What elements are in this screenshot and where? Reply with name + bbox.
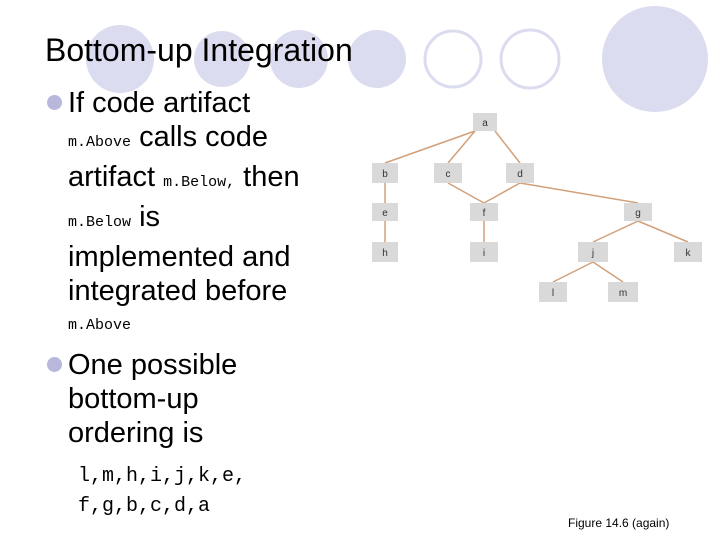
node-l: l — [539, 282, 567, 302]
text-line: integrated before — [68, 274, 300, 308]
svg-text:b: b — [382, 169, 388, 180]
code-m-above: m.Above — [68, 317, 132, 334]
text-run: implemented and — [68, 241, 291, 273]
decor-circle-outline — [423, 29, 483, 89]
node-k: k — [674, 242, 702, 262]
edge-g-k — [637, 220, 689, 243]
text-line: m.Above calls code — [68, 120, 300, 160]
decor-circle — [270, 30, 328, 88]
decor-circle — [348, 30, 406, 88]
svg-text:d: d — [517, 169, 523, 180]
text-run: calls code — [139, 121, 269, 153]
edge-a-b — [384, 130, 476, 164]
edge-d-f — [483, 182, 521, 204]
svg-text:a: a — [482, 118, 488, 129]
slide-title: Bottom-up Integration — [45, 32, 353, 68]
text-line: One possible — [68, 349, 238, 381]
svg-text:h: h — [382, 248, 388, 259]
text-line: m.Above — [68, 308, 300, 338]
svg-text:g: g — [635, 208, 641, 219]
svg-text:c: c — [446, 169, 451, 180]
svg-text:m: m — [619, 288, 627, 299]
text-line: implemented and — [68, 240, 300, 274]
text-run: is — [139, 201, 161, 233]
code-m-above: m.Above — [68, 134, 132, 151]
code-m-below: m.Below — [68, 214, 132, 231]
svg-text:l: l — [552, 288, 554, 299]
figure-caption: Figure 14.6 (again) — [568, 516, 670, 530]
node-f: f — [470, 203, 498, 221]
text-run: integrated before — [68, 275, 288, 307]
code-line: l,m,h,i,j,k,e, — [78, 465, 247, 488]
code-line: f,g,b,c,d,a — [78, 495, 211, 518]
node-j: j — [578, 242, 608, 262]
decor-circle — [602, 6, 708, 112]
edge-a-d — [494, 130, 521, 164]
node-i: i — [470, 242, 498, 262]
text-run: If code artifact — [68, 87, 251, 119]
decor-circle — [86, 25, 154, 93]
node-g: g — [624, 203, 652, 221]
text-line: If code artifact — [68, 86, 300, 120]
text-line: artifact m.Below, then — [68, 160, 300, 200]
tree-edges — [384, 130, 689, 283]
svg-text:e: e — [382, 208, 388, 219]
node-e: e — [372, 203, 398, 221]
svg-text:k: k — [686, 248, 692, 259]
node-h: h — [372, 242, 398, 262]
node-m: m — [608, 282, 638, 302]
decor-circle — [194, 31, 250, 87]
edge-d-g — [519, 182, 639, 204]
bullet-text-2: One possible bottom-up ordering is — [68, 348, 237, 450]
bullet-marker — [47, 95, 62, 110]
text-line: bottom-up — [68, 383, 199, 415]
text-run: then — [243, 161, 300, 193]
text-line: m.Below is — [68, 200, 300, 240]
ordering-code: l,m,h,i,j,k,e, f,g,b,c,d,a — [78, 462, 246, 522]
node-d: d — [506, 163, 534, 183]
node-b: b — [372, 163, 398, 183]
edge-g-j — [592, 220, 639, 243]
svg-text:f: f — [483, 208, 486, 219]
bullet-marker — [47, 357, 62, 372]
edge-a-c — [447, 130, 476, 164]
code-m-below: m.Below, — [163, 174, 236, 191]
svg-text:i: i — [483, 248, 485, 259]
bullet-text-1: If code artifact m.Above calls code arti… — [68, 86, 300, 338]
text-run: artifact — [68, 161, 156, 193]
edge-c-f — [447, 182, 485, 204]
edge-j-m — [592, 261, 624, 283]
decor-circle-outline — [499, 28, 561, 90]
module-tree-diagram: a b c d e f g h i j k l m — [372, 113, 702, 302]
node-a: a — [473, 113, 497, 131]
edge-j-l — [552, 261, 594, 283]
node-c: c — [434, 163, 462, 183]
text-line: ordering is — [68, 417, 204, 449]
svg-text:j: j — [591, 248, 594, 259]
